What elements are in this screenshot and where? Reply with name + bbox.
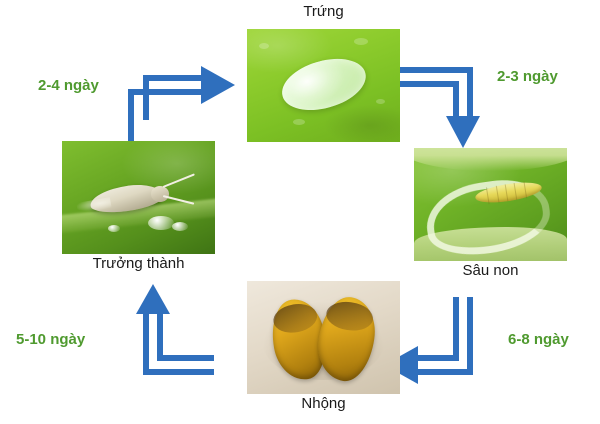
- pupa-photo: [247, 281, 400, 394]
- duration-larva-to-pupa: 6-8 ngày: [508, 331, 569, 348]
- larva-photo: [414, 148, 567, 261]
- stage-label-pupa: Nhộng: [301, 395, 346, 412]
- arrow-egg-to-larva: [399, 67, 480, 148]
- duration-pupa-to-adult: 5-10 ngày: [16, 331, 86, 348]
- arrow-adult-to-egg: [128, 66, 235, 141]
- arrow-pupa-to-adult: [136, 284, 214, 375]
- egg-photo: [247, 29, 400, 142]
- stage-label-adult: Trưởng thành: [92, 255, 185, 272]
- duration-adult-to-egg: 2-4 ngày: [38, 77, 99, 94]
- stage-label-egg: Trứng: [303, 3, 344, 20]
- stage-label-larva: Sâu non: [462, 262, 519, 279]
- adult-photo: [62, 141, 215, 254]
- duration-egg-to-larva: 2-3 ngày: [497, 68, 558, 85]
